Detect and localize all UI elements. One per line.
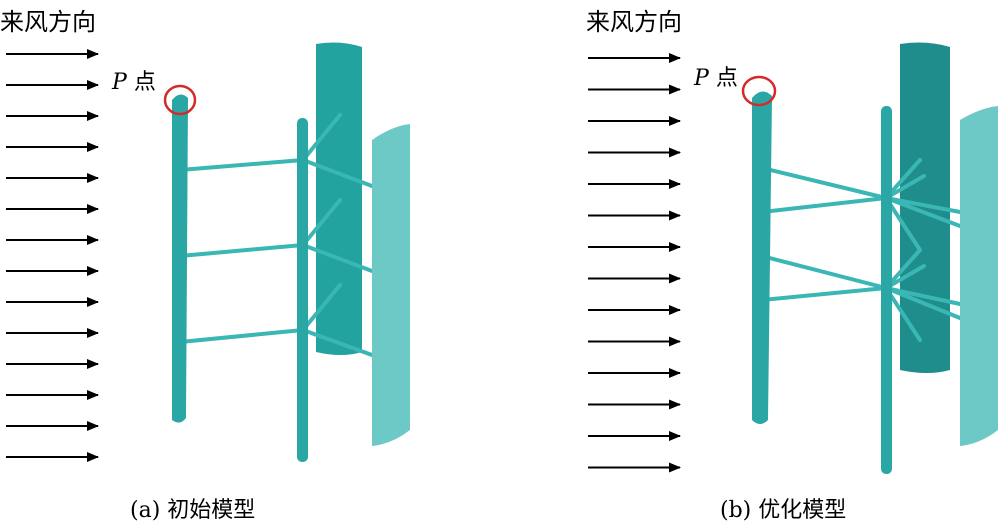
front-right-blade bbox=[960, 106, 998, 446]
p-point-marker bbox=[741, 75, 777, 107]
wind-arrows bbox=[588, 53, 681, 473]
central-shaft bbox=[297, 118, 308, 462]
rear-blade bbox=[900, 42, 950, 373]
p-point-marker bbox=[163, 84, 197, 116]
p-point-letter: P bbox=[694, 66, 709, 91]
wind-direction-label: 来风方向 bbox=[0, 8, 96, 36]
support-struts bbox=[178, 113, 374, 357]
front-right-blade bbox=[372, 124, 410, 446]
turbine-figure bbox=[588, 42, 998, 474]
p-point-word: 点 bbox=[715, 66, 738, 91]
caption: (b) 优化模型 bbox=[720, 498, 847, 523]
panel-initial-model: 来风方向 P 点 (a bbox=[0, 8, 410, 523]
p-point-letter: P bbox=[112, 70, 127, 95]
wind-direction-label: 来风方向 bbox=[586, 8, 682, 36]
central-shaft bbox=[881, 106, 892, 474]
p-point-word: 点 bbox=[133, 70, 156, 95]
turbine-figure bbox=[6, 42, 410, 462]
support-struts bbox=[760, 158, 962, 342]
p-point-label: P 点 bbox=[112, 64, 156, 96]
panel-optimized-model: 来风方向 P 点 bbox=[500, 0, 1000, 524]
p-point-label: P 点 bbox=[694, 60, 738, 92]
left-blade bbox=[172, 94, 188, 423]
caption: (a) 初始模型 bbox=[130, 498, 256, 523]
wind-arrows bbox=[6, 49, 99, 462]
left-blade bbox=[752, 91, 772, 425]
